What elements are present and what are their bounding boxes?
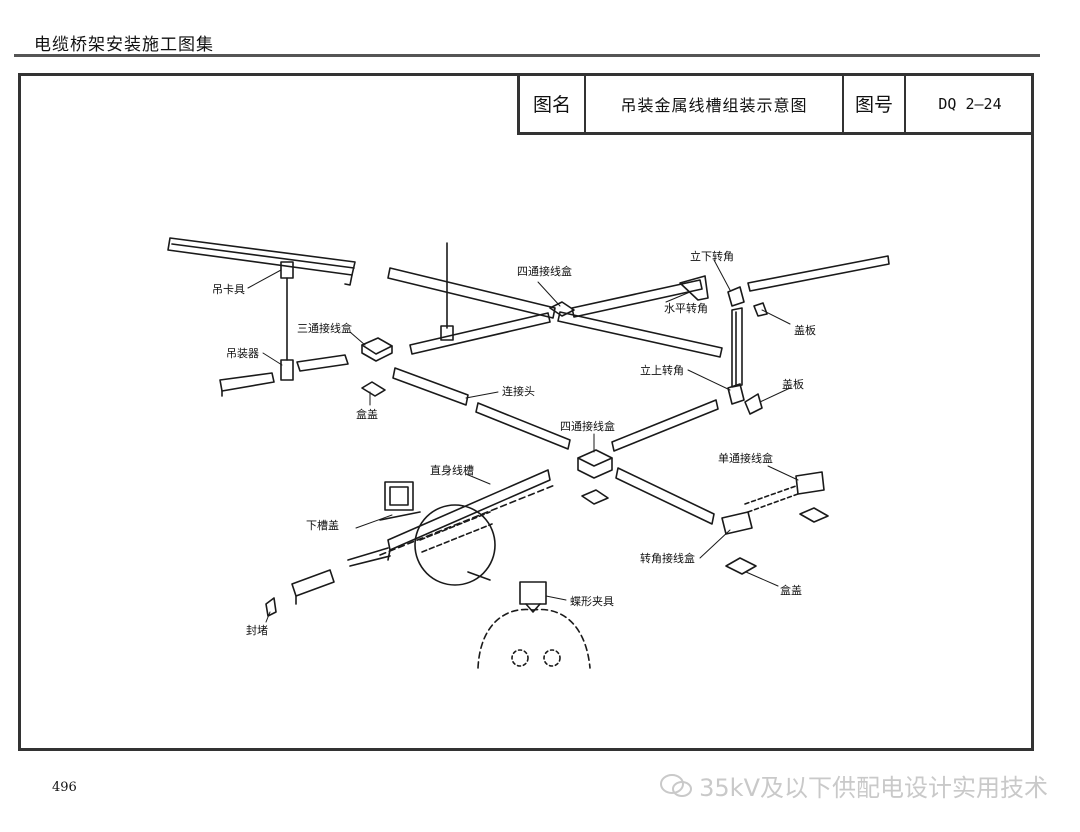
book-title: 电缆桥架安装施工图集	[34, 35, 214, 55]
label-cross-box-center: 四通接线盒	[560, 419, 615, 433]
title-number-value: DQ 2—24	[938, 94, 1002, 113]
label-end-cap: 封堵	[246, 623, 268, 637]
label-cross-box-top: 四通接线盒	[517, 264, 572, 278]
box-cover-single	[799, 507, 829, 523]
middle-troughs	[392, 367, 719, 452]
title-name-value: 吊装金属线槽组装示意图	[586, 75, 844, 132]
wechat-icon	[660, 773, 693, 797]
leader-lines	[247, 259, 799, 623]
label-tee-box: 三通接线盒	[297, 321, 352, 335]
title-name-label: 图名	[520, 75, 586, 132]
label-vertical-up-bend: 立上转角	[640, 363, 684, 377]
page-number: 496	[52, 780, 77, 795]
title-block: 图名 吊装金属线槽组装示意图 图号 DQ 2—24	[517, 75, 1034, 135]
label-cover-plate-mid: 盖板	[782, 377, 804, 391]
cross-box-center	[577, 449, 613, 479]
title-number-label: 图号	[844, 75, 906, 132]
label-single-box: 单通接线盒	[718, 451, 773, 465]
box-cover-left	[361, 381, 386, 397]
label-box-cover-right: 盒盖	[780, 583, 802, 597]
tee-box	[361, 337, 393, 362]
label-cover-plate-top: 盖板	[794, 323, 816, 337]
hanger-assembly	[280, 261, 294, 381]
label-corner-box: 转角接线盒	[640, 551, 695, 565]
label-box-cover-left: 盒盖	[356, 407, 378, 421]
butterfly-clamp	[477, 581, 591, 669]
box-cover-right	[725, 557, 757, 575]
bends-top	[679, 255, 890, 317]
upper-trough	[387, 242, 723, 358]
bends-mid	[727, 383, 763, 415]
label-lower-cover: 下槽盖	[306, 518, 339, 532]
label-straight-trough: 直身线槽	[430, 463, 474, 477]
end-pieces	[265, 569, 335, 617]
label-horizontal-bend: 水平转角	[664, 301, 708, 315]
vertical-riser	[731, 307, 743, 388]
trough-left-short	[219, 354, 349, 397]
trough-section	[379, 481, 421, 521]
straight-trough	[347, 469, 556, 586]
label-connector: 连接头	[502, 385, 535, 398]
label-hanger: 吊装器	[226, 347, 259, 360]
box-cover-center	[581, 489, 609, 505]
ceiling-beam	[167, 237, 356, 286]
watermark-text: 35kV及以下供配电设计实用技术	[699, 774, 1048, 802]
drawing-frame	[18, 73, 1034, 751]
lower-right-troughs	[615, 467, 825, 535]
label-hanger-clamp: 吊卡具	[212, 283, 245, 296]
label-vertical-down-bend: 立下转角	[690, 249, 734, 263]
watermark: 35kV及以下供配电设计实用技术	[659, 768, 1048, 803]
label-butterfly-clamp: 蝶形夹具	[570, 594, 614, 608]
header-rule	[14, 54, 1040, 57]
